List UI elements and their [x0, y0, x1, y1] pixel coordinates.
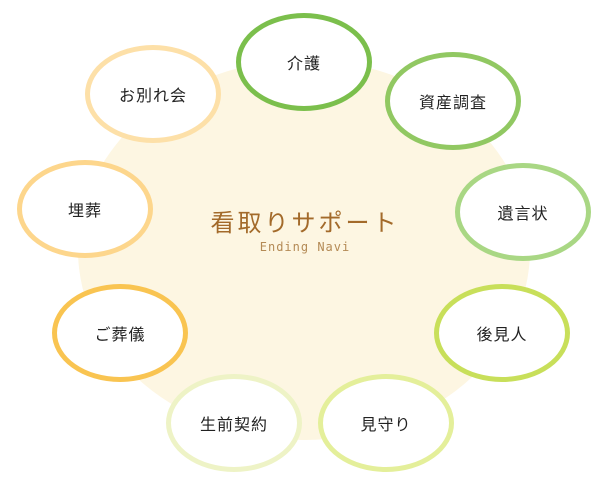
circle-label-kaigo: 介護: [286, 54, 321, 73]
circle-label-shisan: 資産調査: [418, 93, 487, 112]
center-label: 看取りサポート Ending Navi: [170, 208, 440, 254]
circle-label-kouken: 後見人: [476, 325, 528, 344]
circle-mimamori[interactable]: 見守り: [318, 374, 454, 472]
circle-label-sougi: ご葬儀: [94, 325, 146, 344]
circle-yuigon[interactable]: 遺言状: [455, 163, 591, 261]
circle-sougi[interactable]: ご葬儀: [52, 284, 188, 382]
circle-label-yuigon: 遺言状: [497, 204, 549, 223]
circle-shisan[interactable]: 資産調査: [385, 52, 521, 150]
circle-seizen[interactable]: 生前契約: [166, 374, 302, 472]
circle-kouken[interactable]: 後見人: [434, 284, 570, 382]
circle-kaigo[interactable]: 介護: [236, 13, 372, 111]
circle-label-seizen: 生前契約: [199, 415, 268, 434]
circle-label-mimamori: 見守り: [360, 415, 412, 434]
circle-maisou[interactable]: 埋葬: [17, 160, 153, 258]
center-subtitle: Ending Navi: [259, 240, 351, 254]
center-title: 看取りサポート: [210, 209, 400, 237]
circle-label-maisou: 埋葬: [67, 201, 102, 220]
circle-label-owakare: お別れ会: [118, 86, 187, 105]
circle-owakare[interactable]: お別れ会: [85, 45, 221, 143]
